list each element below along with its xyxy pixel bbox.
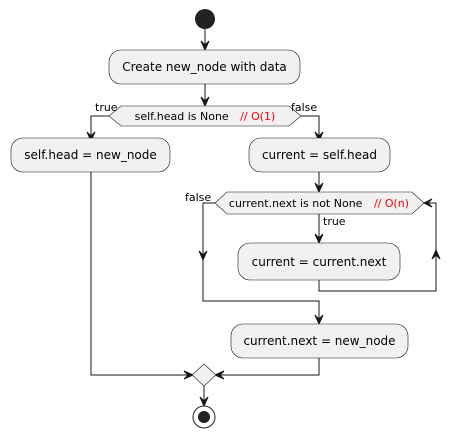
arrow-loop-back-up xyxy=(431,248,441,260)
create-node: Create new_node with data xyxy=(108,49,301,85)
head-true-label: true xyxy=(95,101,118,114)
create-node-label: Create new_node with data xyxy=(122,60,287,74)
head-decision: self.head is None // O(1) xyxy=(108,105,302,127)
current-init-node: current = self.head xyxy=(248,137,391,173)
loop-decision-text: current.next is not None xyxy=(229,197,363,210)
edge-loop-back xyxy=(318,202,437,292)
start-node xyxy=(195,9,215,29)
arrow-init-loop xyxy=(314,182,324,194)
arrow-loop-true xyxy=(314,233,324,245)
arrow-loop-back-left xyxy=(422,198,433,208)
current-advance-label: current = current.next xyxy=(252,255,387,269)
loop-decision: current.next is not None // O(n) xyxy=(214,191,425,215)
loop-decision-comment: // O(n) xyxy=(374,197,409,210)
head-decision-comment: // O(1) xyxy=(240,110,275,123)
arrow-append-merge xyxy=(213,370,225,380)
edge-loop-false xyxy=(202,202,320,322)
append-label: current.next = new_node xyxy=(243,334,395,348)
arrow-start-create xyxy=(200,40,210,52)
arrow-create-decision xyxy=(200,96,210,108)
end-node xyxy=(192,405,216,429)
head-decision-text: self.head is None xyxy=(135,110,229,123)
merge-node xyxy=(191,363,217,387)
arrow-merge-end xyxy=(199,396,209,408)
arrow-head-merge xyxy=(183,370,195,380)
head-decision-label: self.head is None // O(1) xyxy=(135,110,276,123)
head-assign-node: self.head = new_node xyxy=(10,137,171,173)
edge-head-true xyxy=(90,115,109,139)
edge-head-merge xyxy=(90,172,191,376)
loop-decision-label: current.next is not None // O(n) xyxy=(229,197,409,210)
loop-false-label: false xyxy=(185,191,211,204)
loop-true-label: true xyxy=(323,215,346,228)
current-init-label: current = self.head xyxy=(262,148,377,162)
edge-head-false xyxy=(301,115,320,139)
arrow-loop-false-down xyxy=(198,250,208,262)
head-false-label: false xyxy=(291,101,317,114)
current-advance-node: current = current.next xyxy=(237,242,401,281)
edge-append-merge xyxy=(217,358,320,376)
arrow-loop-false-append xyxy=(314,314,324,326)
head-assign-label: self.head = new_node xyxy=(24,148,157,162)
append-node: current.next = new_node xyxy=(230,323,409,359)
